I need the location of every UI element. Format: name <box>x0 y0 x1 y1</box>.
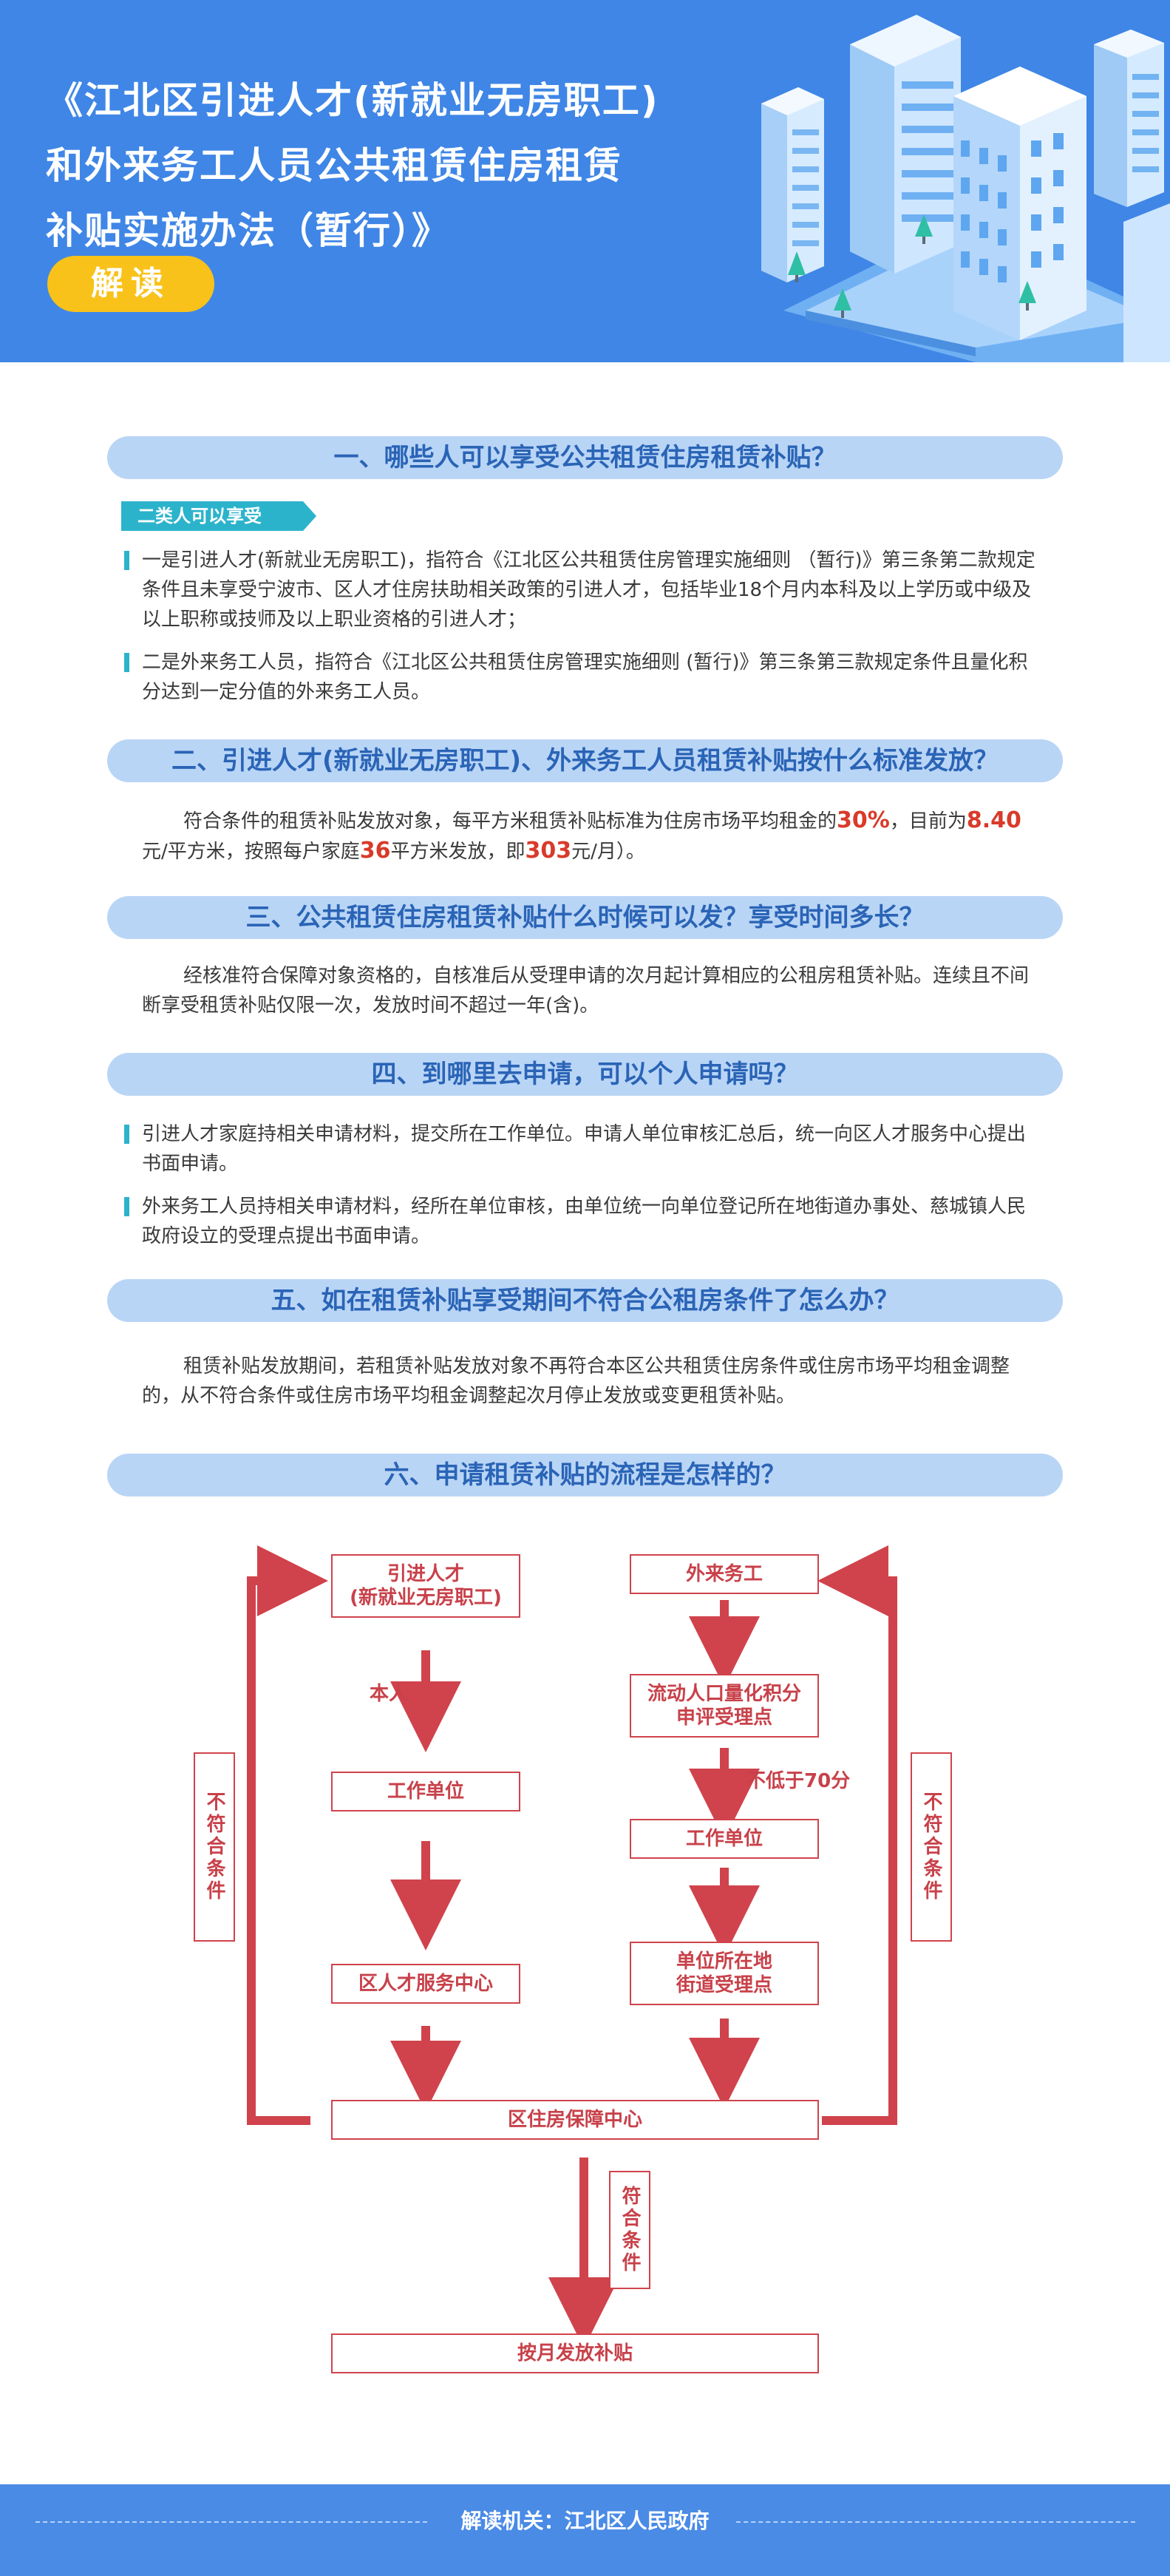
page-title: 《江北区引进人才(新就业无房职工) 和外来务工人员公共租赁住房租赁 补贴实施办法… <box>46 68 770 263</box>
title-line-1: 《江北区引进人才(新就业无房职工) <box>46 79 659 122</box>
section-2-text-d: 平方米发放，即 <box>390 841 526 863</box>
interpretation-badge: 解读 <box>47 256 214 312</box>
section-1-item-1-text: 一是引进人才(新就业无房职工)，指符合《江北区公共租赁住房管理实施细则 （暂行)… <box>142 549 1035 631</box>
flow-talent-line-2: (新就业无房职工) <box>350 1587 502 1609</box>
subsidy-area: 36 <box>359 838 391 864</box>
bullet-marker <box>124 1197 129 1216</box>
header-banner: 《江北区引进人才(新就业无房职工) 和外来务工人员公共租赁住房租赁 补贴实施办法… <box>0 0 1170 362</box>
section-1-item-2: 二是外来务工人员，指符合《江北区公共租赁住房管理实施细则 (暂行)》第三条第三款… <box>124 648 1041 707</box>
flow-talent-line-1: 引进人才 <box>387 1563 464 1585</box>
footer-divider-right <box>736 2521 1135 2523</box>
title-line-2: 和外来务工人员公共租赁住房租赁 <box>46 144 622 187</box>
section-2-text: 符合条件的租赁补贴发放对象，每平方米租赁补贴标准为住房市场平均租金的30%，目前… <box>142 806 1036 867</box>
section-5-title: 五、如在租赁补贴享受期间不符合公租房条件了怎么办？ <box>107 1279 1063 1322</box>
flow-street-office: 单位所在地 街道受理点 <box>630 1942 819 2005</box>
section-4-title: 四、到哪里去申请，可以个人申请吗？ <box>107 1053 1063 1096</box>
bullet-marker <box>124 1125 129 1144</box>
section-4-item-1-text: 引进人才家庭持相关申请材料，提交所在工作单位。申请人单位审核汇总后，统一向区人才… <box>142 1123 1027 1175</box>
flow-reject-right: 不符合条件 <box>911 1752 952 1942</box>
footer-divider-left <box>35 2521 427 2523</box>
flow-label-self: 本人 <box>370 1683 409 1705</box>
flow-housing-center: 区住房保障中心 <box>331 2100 819 2140</box>
section-2-text-e: 元/月）。 <box>571 841 645 863</box>
city-buildings-illustration <box>761 15 1170 362</box>
flow-talent-start: 引进人才 (新就业无房职工) <box>331 1554 520 1618</box>
section-4-item-2: 外来务工人员持相关申请材料，经所在单位审核，由单位统一向单位登记所在地街道办事处… <box>124 1192 1041 1251</box>
flow-street-line-2: 街道受理点 <box>676 1974 772 1996</box>
section-4-item-1: 引进人才家庭持相关申请材料，提交所在工作单位。申请人单位审核汇总后，统一向区人才… <box>124 1119 1041 1179</box>
flow-talent-service-center: 区人才服务中心 <box>331 1964 520 2004</box>
section-3-text: 经核准符合保障对象资格的，自核准后从受理申请的次月起计算相应的公租房租赁补贴。连… <box>142 965 1030 1017</box>
flow-monthly-payment: 按月发放补贴 <box>331 2333 819 2373</box>
flow-left-employer: 工作单位 <box>331 1772 520 1811</box>
section-2-text-c: 元/平方米，按照每户家庭 <box>142 841 360 863</box>
footer-issuer: 解读机关：江北区人民政府 <box>460 2509 710 2533</box>
subsidy-monthly: 303 <box>525 838 572 864</box>
section-2-text-a: 符合条件的租赁补贴发放对象，每平方米租赁补贴标准为住房市场平均租金的 <box>183 810 837 833</box>
bullet-marker <box>124 653 129 672</box>
flow-migrant-start: 外来务工 <box>630 1554 819 1594</box>
subsidy-percent: 30% <box>837 807 890 833</box>
flow-label-min-score: 不低于70分 <box>746 1770 851 1792</box>
section-1-item-1: 一是引进人才(新就业无房职工)，指符合《江北区公共租赁住房管理实施细则 （暂行)… <box>124 546 1041 634</box>
section-1-item-2-text: 二是外来务工人员，指符合《江北区公共租赁住房管理实施细则 (暂行)》第三条第三款… <box>142 651 1028 703</box>
section-5-text: 租赁补贴发放期间，若租赁补贴发放对象不再符合本区公共租赁住房条件或住房市场平均租… <box>142 1355 1010 1407</box>
tag-ribbon-shape <box>121 501 316 531</box>
flow-points-line-1: 流动人口量化积分 <box>647 1683 801 1705</box>
flowchart-arrows <box>247 1545 897 2348</box>
section-1-tag-label: 二类人可以享受 <box>137 506 262 526</box>
flow-points-line-2: 申评受理点 <box>676 1706 772 1729</box>
bullet-marker <box>124 551 129 570</box>
footer-bar: 解读机关：江北区人民政府 <box>0 2484 1170 2576</box>
section-1-tag: 二类人可以享受 <box>121 501 316 531</box>
flow-right-employer: 工作单位 <box>630 1819 819 1859</box>
section-4-item-2-text: 外来务工人员持相关申请材料，经所在单位审核，由单位统一向单位登记所在地街道办事处… <box>142 1196 1027 1247</box>
section-2-title: 二、引进人才(新就业无房职工)、外来务工人员租赁补贴按什么标准发放？ <box>107 739 1063 782</box>
section-3-title: 三、公共租赁住房租赁补贴什么时候可以发？享受时间多长？ <box>107 896 1063 939</box>
subsidy-price: 8.40 <box>966 807 1021 833</box>
flow-accept-label: 符合条件 <box>609 2171 650 2289</box>
flow-points-office: 流动人口量化积分 申评受理点 <box>630 1674 819 1738</box>
flow-reject-left: 不符合条件 <box>194 1752 235 1942</box>
section-2-text-b: ，目前为 <box>889 810 967 833</box>
section-6-title: 六、申请租赁补贴的流程是怎样的？ <box>107 1454 1063 1497</box>
flow-street-line-1: 单位所在地 <box>676 1950 772 1973</box>
title-line-3: 补贴实施办法（暂行）》 <box>46 209 450 252</box>
section-1-title: 一、哪些人可以享受公共租赁住房租赁补贴？ <box>107 436 1063 479</box>
process-flowchart: 引进人才 (新就业无房职工) 本人 工作单位 区人才服务中心 外来务工 流动人口… <box>0 1523 1170 2396</box>
